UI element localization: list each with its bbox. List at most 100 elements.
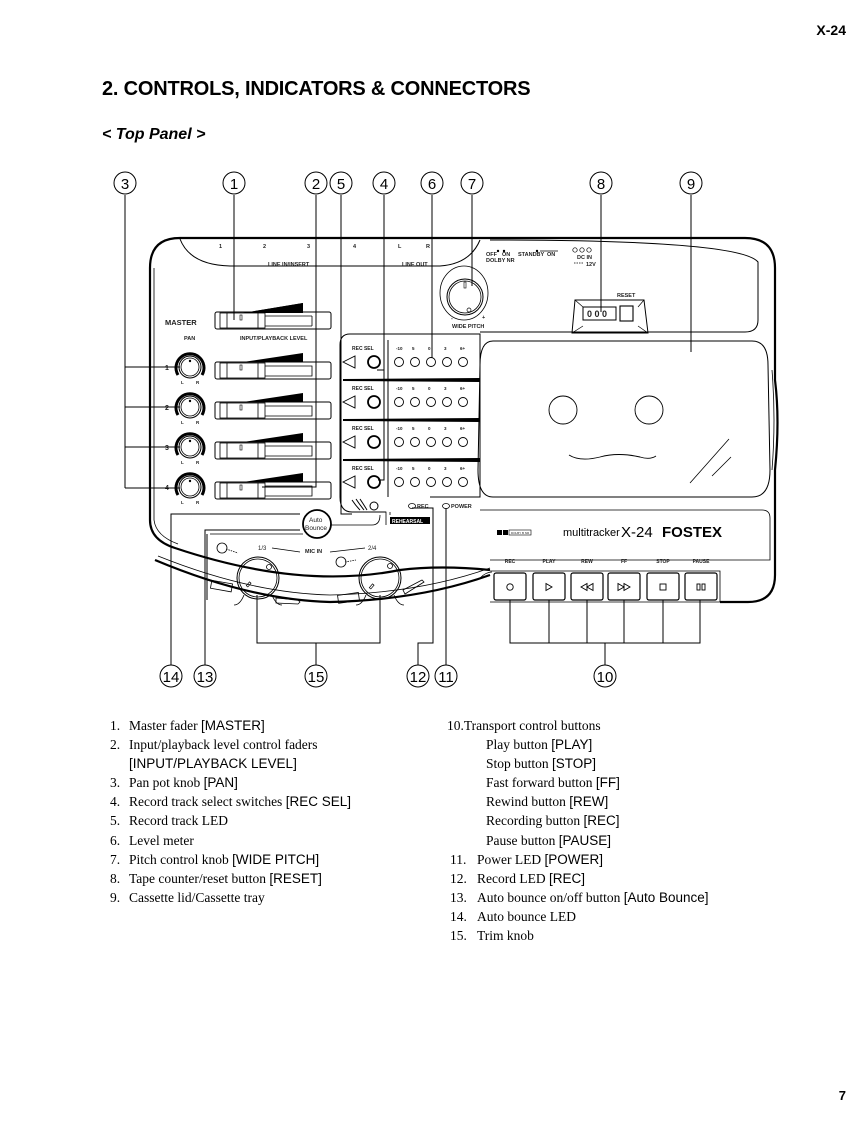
legend-number: 8. (110, 870, 121, 886)
meter-scale-label: 5 (412, 466, 415, 471)
callout-8: 8 (589, 171, 613, 195)
input-playback-fader[interactable] (214, 473, 332, 500)
meter-scale-label: -10 (396, 466, 403, 471)
meter-scale-label: 6+ (460, 386, 466, 391)
reset-label: RESET (617, 293, 636, 299)
transport-rew-button[interactable]: REW (570, 559, 604, 601)
pan-r-label: R (196, 460, 200, 465)
callout-label: 8 (597, 176, 605, 193)
wide-pitch-knob[interactable] (439, 265, 489, 321)
callout-9: 9 (679, 171, 703, 195)
pan-l-label: L (181, 380, 184, 385)
meter-led (458, 397, 468, 407)
meter-scale-label: 3 (444, 426, 447, 431)
rec-sel-switch[interactable] (367, 475, 381, 489)
callout-12: 12 (406, 664, 430, 688)
master-fader[interactable] (214, 303, 332, 330)
jack-label-l: L (398, 244, 402, 250)
legend-text: Pitch control knob (129, 851, 233, 867)
pitch-plus: + (482, 315, 485, 321)
legend-sub-item: Pause button [PAUSE] (447, 831, 709, 850)
callout-7: 7 (460, 171, 484, 195)
rewind-icon (580, 582, 594, 592)
rec-sel-switch[interactable] (367, 355, 381, 369)
legend-text: Record LED (477, 870, 549, 886)
record-track-led (341, 435, 356, 449)
dolby-nr-label: DOLBY NR (486, 258, 515, 264)
pan-knob[interactable] (174, 432, 206, 459)
legend-tag: [PLAY] (551, 737, 593, 753)
meter-scale-label: 0 (428, 426, 431, 431)
meter-led (426, 397, 436, 407)
rec-sel-switch[interactable] (367, 435, 381, 449)
legend-text: Recording button (486, 813, 584, 829)
legend-tag: [Auto Bounce] (623, 889, 709, 905)
trim-knob-1[interactable] (233, 556, 283, 606)
legend-text: Rewind button (486, 794, 570, 810)
rec-sel-switch[interactable] (367, 395, 381, 409)
pan-knob[interactable] (174, 392, 206, 419)
legend-text: Play button (486, 737, 552, 753)
legend-item: 8.Tape counter/reset button [RESET] (110, 869, 351, 888)
transport-play-button[interactable]: PLAY (532, 559, 566, 601)
meter-led (426, 357, 436, 367)
reset-button[interactable] (619, 305, 634, 322)
meter-led (410, 357, 420, 367)
record-track-led (341, 395, 356, 409)
legend-text: Power LED (477, 851, 545, 867)
cassette-window (568, 454, 657, 460)
play-icon (545, 582, 553, 592)
legend-text: Pause button (486, 832, 559, 848)
legend-item-10: 10.Transport control buttons (447, 718, 601, 733)
legend-tag: [REW] (569, 794, 609, 810)
brand-model: multitracker (563, 527, 620, 539)
input-playback-fader[interactable] (214, 393, 332, 420)
legend-sub-item: Play button [PLAY] (447, 735, 709, 754)
legend-text: Trim knob (477, 928, 534, 944)
pan-l-label: L (181, 500, 184, 505)
top-panel-diagram: 1 2 3 4 L R LINE IN/INSERT LINE OUT OFF … (113, 171, 779, 688)
pan-knob[interactable] (174, 352, 206, 379)
meter-led (458, 437, 468, 447)
transport-rec-button[interactable]: REC (493, 559, 527, 601)
meter-led (394, 477, 404, 487)
legend-sub-item: Stop button [STOP] (447, 754, 709, 773)
track-number: 3 (165, 445, 169, 452)
legend-item: 14.Auto bounce LED (447, 907, 709, 926)
auto-bounce-label-2: Bounce (305, 525, 327, 532)
legend-text: Pan pot knob (129, 775, 204, 791)
brand-logo: FOSTEX (662, 524, 722, 541)
pan-knob[interactable] (174, 472, 206, 499)
auto-bounce-button[interactable]: Auto Bounce (302, 509, 332, 539)
power-on-label: ON (547, 252, 555, 258)
legend-text: Auto bounce on/off button (477, 889, 624, 905)
callout-14: 14 (159, 664, 183, 688)
input-playback-level-label: INPUT/PLAYBACK LEVEL (240, 336, 308, 342)
mic-ch-a-label: 1/3 (258, 546, 267, 552)
transport-stop-button[interactable]: STOP (646, 559, 680, 601)
page-number: 7 (838, 1088, 846, 1103)
meter-scale-label: 0 (428, 386, 431, 391)
mic-slot-icon (209, 579, 425, 605)
cassette-lid[interactable] (477, 340, 771, 498)
input-playback-fader[interactable] (214, 433, 332, 460)
meter-led (410, 437, 420, 447)
line-in-insert-label: LINE IN/INSERT (268, 262, 310, 268)
legend-tag: [FF] (595, 775, 620, 791)
callout-label: 2 (312, 176, 320, 193)
rehearsal-badge (390, 517, 430, 524)
callout-label: 15 (308, 669, 325, 686)
legend-tag: [PAUSE] (558, 832, 612, 848)
callout-label: 5 (337, 176, 345, 193)
auto-bounce-label-1: Auto (309, 517, 323, 524)
callout-4: 4 (372, 171, 396, 195)
meter-scale-label: 3 (444, 346, 447, 351)
cassette-reel-right (634, 395, 664, 425)
input-playback-fader[interactable] (214, 353, 332, 380)
legend-left: 1.Master fader [MASTER]2.Input/playback … (110, 716, 351, 907)
callout-5: 5 (329, 171, 353, 195)
transport-ff-button[interactable]: FF (607, 559, 641, 601)
pan-r-label: R (196, 420, 200, 425)
transport-pause-button[interactable]: PAUSE (684, 559, 718, 601)
